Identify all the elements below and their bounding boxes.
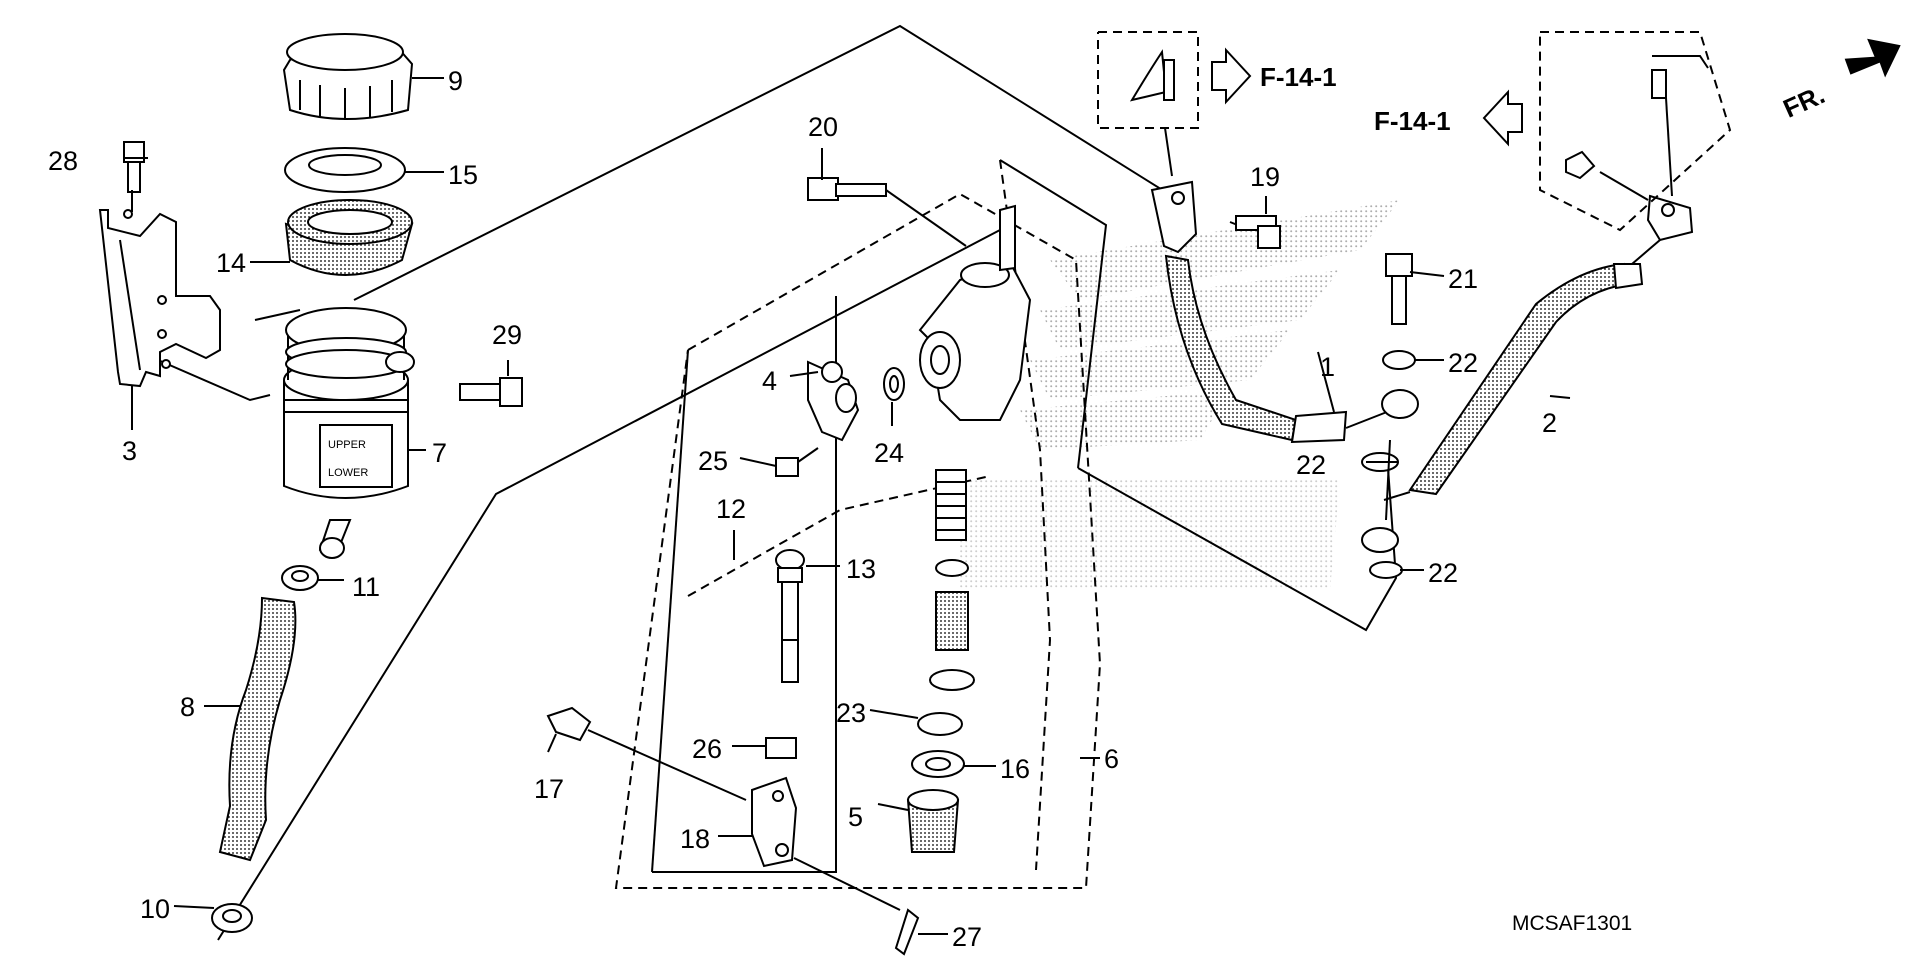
front-direction-arrow	[1844, 38, 1901, 78]
part-label: 24	[874, 438, 904, 468]
part-label: 16	[1000, 754, 1030, 784]
reservoir-hose	[218, 596, 297, 862]
bolt-29	[459, 377, 523, 407]
diaphragm-plate	[284, 147, 406, 193]
part-label: 2	[1542, 408, 1557, 438]
part-label: 9	[448, 66, 463, 96]
reservoir-cap	[282, 33, 414, 120]
part-label: 17	[534, 774, 564, 804]
part-label: 4	[762, 366, 777, 396]
part-label: 13	[846, 554, 876, 584]
boot-5	[906, 789, 960, 853]
reference-label-right: F-14-1	[1260, 62, 1337, 92]
ref-arrow-right	[1211, 47, 1252, 105]
part-label: 21	[1448, 264, 1478, 294]
part-label: 22	[1428, 558, 1458, 588]
part-label: 20	[808, 112, 838, 142]
part-label: 29	[492, 320, 522, 350]
part-label: 26	[692, 734, 722, 764]
pin-17	[546, 706, 747, 801]
part-label: 15	[448, 160, 478, 190]
screw-25	[775, 447, 819, 477]
hose-joint	[807, 360, 860, 442]
part-label: 19	[1250, 162, 1280, 192]
part-label: 10	[140, 894, 170, 924]
part-label: 22	[1448, 348, 1478, 378]
hose-clip-10	[211, 903, 253, 933]
bolt-28	[123, 141, 145, 212]
reservoir-lower-text: LOWER	[328, 467, 368, 479]
brake-hose-1	[1150, 180, 1419, 444]
part-label: 23	[836, 698, 866, 728]
part-number-labels: 1 2 3 4 5 6 7 8 9 10 11 12 13 14 15 16 1…	[48, 66, 1557, 952]
hose-clip-11	[281, 565, 319, 591]
reference-box-right	[1539, 31, 1732, 232]
push-rod	[775, 549, 805, 683]
part-label: 5	[848, 802, 863, 832]
part-label: 6	[1104, 744, 1119, 774]
front-direction-label: FR.	[1779, 79, 1829, 123]
fluid-reservoir: UPPER LOWER	[283, 307, 415, 559]
o-ring-24	[883, 367, 905, 401]
part-label: 1	[1320, 352, 1335, 382]
part-label: 28	[48, 146, 78, 176]
diaphragm	[284, 199, 414, 276]
master-cylinder-body	[918, 204, 1032, 421]
bolt-20	[807, 177, 967, 247]
circlip-23	[917, 712, 963, 736]
part-label: 3	[122, 436, 137, 466]
bolt-19	[1229, 215, 1281, 249]
ref-arrow-left	[1482, 89, 1523, 147]
reservoir-bracket	[98, 209, 221, 388]
reservoir-upper-text: UPPER	[328, 439, 366, 451]
part-label: 12	[716, 494, 746, 524]
part-label: 11	[352, 572, 380, 602]
nut-26	[765, 737, 797, 759]
part-label: 14	[216, 248, 246, 278]
part-label: 7	[432, 438, 447, 468]
part-label: 18	[680, 824, 710, 854]
clevis-18	[751, 776, 798, 868]
diagram-code: MCSAF1301	[1512, 912, 1632, 935]
cotter-pin-27	[793, 857, 920, 956]
washer-16	[911, 750, 965, 778]
reference-box-left	[1097, 31, 1199, 177]
part-label: 25	[698, 446, 728, 476]
piston-spring	[929, 469, 975, 691]
part-label: 22	[1296, 450, 1326, 480]
part-label: 27	[952, 922, 982, 952]
leader-lines	[124, 77, 1571, 935]
reference-label-left: F-14-1	[1374, 106, 1451, 136]
bolt-21	[1385, 253, 1413, 325]
part-label: 8	[180, 692, 195, 722]
brake-hose-2	[1383, 194, 1694, 501]
